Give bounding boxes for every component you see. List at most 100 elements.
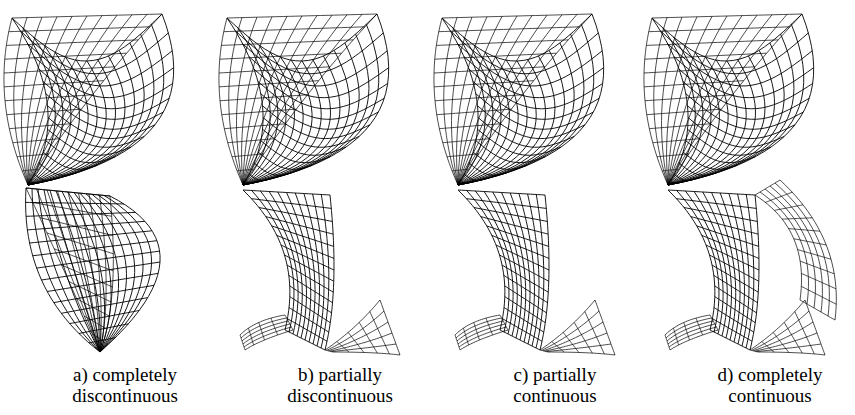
mesh-line [442, 14, 592, 18]
mesh-figure [219, 14, 400, 355]
mesh-line [28, 14, 162, 185]
mesh-line [712, 319, 752, 342]
mesh-line [746, 195, 754, 349]
mesh-line [243, 14, 377, 185]
mesh-line [458, 14, 592, 185]
mesh-line [436, 40, 568, 46]
mesh-line [458, 44, 602, 86]
mesh-line [28, 44, 172, 86]
mesh-line [58, 191, 101, 352]
mesh-line [487, 226, 549, 247]
mesh-line [13, 139, 60, 143]
mesh-line [801, 273, 836, 288]
mesh-line [243, 56, 340, 185]
mesh-line [676, 199, 756, 209]
mesh-line [260, 191, 298, 334]
mesh-line [348, 332, 364, 352]
mesh-line [752, 311, 809, 350]
mesh-line [258, 152, 312, 169]
mesh-line [28, 16, 87, 185]
mesh-line [435, 53, 557, 59]
mesh-line [62, 265, 113, 287]
mesh-line [673, 328, 678, 345]
mesh-line [668, 15, 772, 185]
mesh-line [476, 141, 545, 163]
mesh-line [653, 139, 700, 143]
mesh-line [714, 308, 754, 333]
mesh-figure [434, 14, 615, 355]
mesh-line [263, 118, 359, 148]
mesh-line [473, 152, 527, 169]
mesh-line [760, 192, 808, 304]
mesh-line [694, 192, 727, 337]
mesh-line [244, 327, 291, 347]
mesh-line [243, 52, 294, 185]
mesh-line [28, 52, 79, 185]
mesh-line [243, 324, 290, 344]
mesh-line [327, 311, 384, 350]
mesh-line [486, 318, 493, 335]
mesh-line [434, 81, 534, 87]
mesh-line [458, 16, 532, 185]
mesh-line [243, 61, 321, 185]
mesh-line [685, 191, 723, 334]
mesh-line [222, 109, 297, 115]
mesh-line [457, 321, 503, 341]
mesh-line [219, 81, 319, 87]
mesh-line [68, 192, 105, 352]
mesh-line [4, 81, 104, 87]
mesh-line [750, 350, 758, 352]
mesh-line [469, 69, 603, 109]
mesh-line [28, 56, 125, 185]
mesh-line [774, 205, 803, 211]
mesh-line [548, 352, 615, 355]
mesh-line [686, 94, 804, 130]
figure-caption: c) partially continuous [485, 364, 625, 406]
mesh-line [455, 335, 460, 350]
mesh-line [644, 81, 744, 87]
mesh-line [325, 300, 380, 350]
mesh-line [478, 118, 574, 148]
mesh-line [240, 335, 245, 350]
mesh-line [574, 322, 592, 353]
mesh-line [42, 262, 161, 280]
mesh-line [37, 189, 101, 352]
mesh-line [668, 14, 802, 185]
mesh-line [502, 319, 542, 342]
mesh-line [26, 188, 110, 196]
mesh-line [474, 208, 547, 222]
mesh-line [259, 208, 332, 222]
mesh-figure [4, 14, 174, 352]
mesh-line [28, 15, 132, 185]
mesh-line [668, 44, 812, 86]
mesh-line [439, 124, 500, 129]
mesh-line [679, 163, 716, 175]
mesh-line [251, 199, 331, 209]
mesh-line [697, 226, 759, 247]
mesh-line [686, 141, 755, 163]
mesh-line [696, 318, 703, 335]
mesh-line [563, 332, 579, 352]
mesh-line [645, 95, 733, 101]
mesh-line [665, 335, 670, 350]
mesh-line [30, 231, 152, 243]
mesh-line [644, 67, 755, 73]
mesh-line [667, 321, 713, 341]
mesh-line [434, 67, 545, 73]
mesh-line [668, 61, 746, 185]
mesh-line [249, 174, 268, 180]
mesh-line [285, 315, 293, 330]
mesh-line [458, 61, 536, 185]
mesh-line [243, 14, 389, 185]
mesh-line [481, 217, 548, 234]
mesh-line [474, 323, 480, 341]
mesh-line [435, 95, 523, 101]
mesh-line [644, 18, 668, 185]
figure-caption: b) partially discontinuous [270, 364, 410, 406]
mesh-line [243, 34, 369, 185]
mesh-line [6, 40, 138, 46]
mesh-line [219, 67, 330, 73]
mesh-line [668, 14, 814, 185]
mesh-line [321, 195, 329, 349]
mesh-line [259, 323, 265, 341]
